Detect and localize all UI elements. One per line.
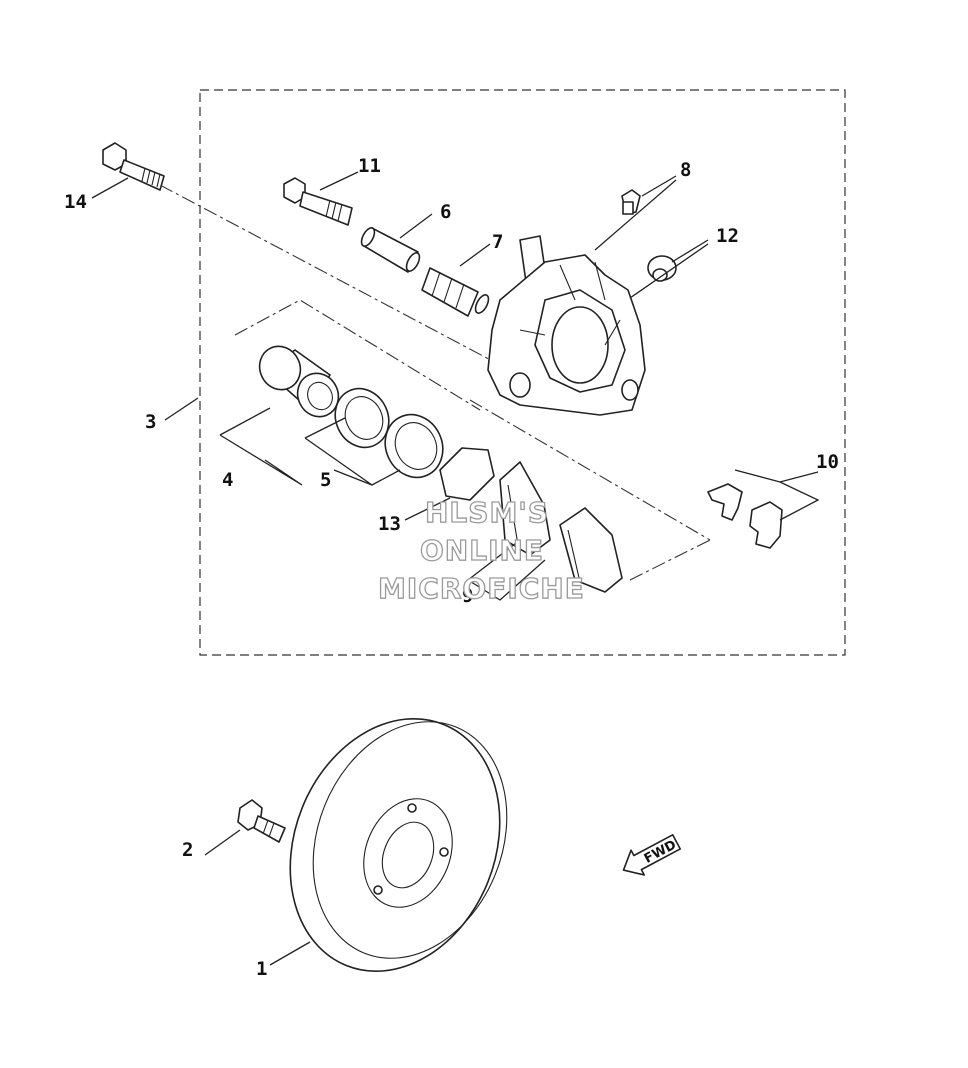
callout-7: 7 — [492, 231, 503, 253]
callout-9: 9 — [462, 585, 473, 607]
watermark-line-3: MICROFICHE — [378, 572, 585, 605]
callout-3: 3 — [145, 411, 156, 433]
callout-6: 6 — [440, 201, 451, 223]
pin-bolt-11 — [283, 177, 353, 226]
callout-10: 10 — [816, 451, 839, 473]
disc-bolt-2 — [237, 799, 286, 843]
bolt-center-line — [159, 184, 501, 366]
bolt-14 — [102, 142, 165, 191]
callout-14: 14 — [64, 191, 87, 213]
clip-10b — [749, 501, 783, 549]
watermark-line-2: ONLINE — [420, 534, 544, 567]
clip-center-line — [629, 539, 711, 581]
callout-2: 2 — [182, 839, 193, 861]
callout-12: 12 — [716, 225, 739, 247]
watermark-line-1: HLSM'S — [425, 496, 549, 529]
cap-12 — [647, 255, 677, 282]
caliper-kit-boundary — [199, 89, 846, 656]
callout-8: 8 — [680, 159, 691, 181]
caliper-body — [487, 235, 646, 416]
piston-4 — [258, 345, 340, 418]
brake-pad-9b — [559, 507, 623, 593]
clip-10a — [707, 483, 743, 521]
leader-lines — [91, 171, 820, 966]
seal-5a — [334, 387, 390, 449]
brake-pad-9a — [499, 461, 551, 556]
forward-arrow: FWD — [622, 834, 682, 876]
shim-13 — [439, 447, 495, 501]
boot-7 — [421, 267, 490, 317]
pad-center-line — [469, 399, 711, 541]
brake-disc-1 — [289, 717, 508, 973]
callout-4: 4 — [222, 469, 233, 491]
callout-1: 1 — [256, 958, 267, 980]
seal-5b — [384, 413, 444, 479]
callout-5: 5 — [320, 469, 331, 491]
bleed-nipple-8 — [621, 189, 641, 215]
callout-11: 11 — [358, 155, 381, 177]
sleeve-6 — [360, 227, 421, 273]
callout-13: 13 — [378, 513, 401, 535]
watermark: HLSM'S ONLINE MICROFICHE — [377, 495, 585, 605]
